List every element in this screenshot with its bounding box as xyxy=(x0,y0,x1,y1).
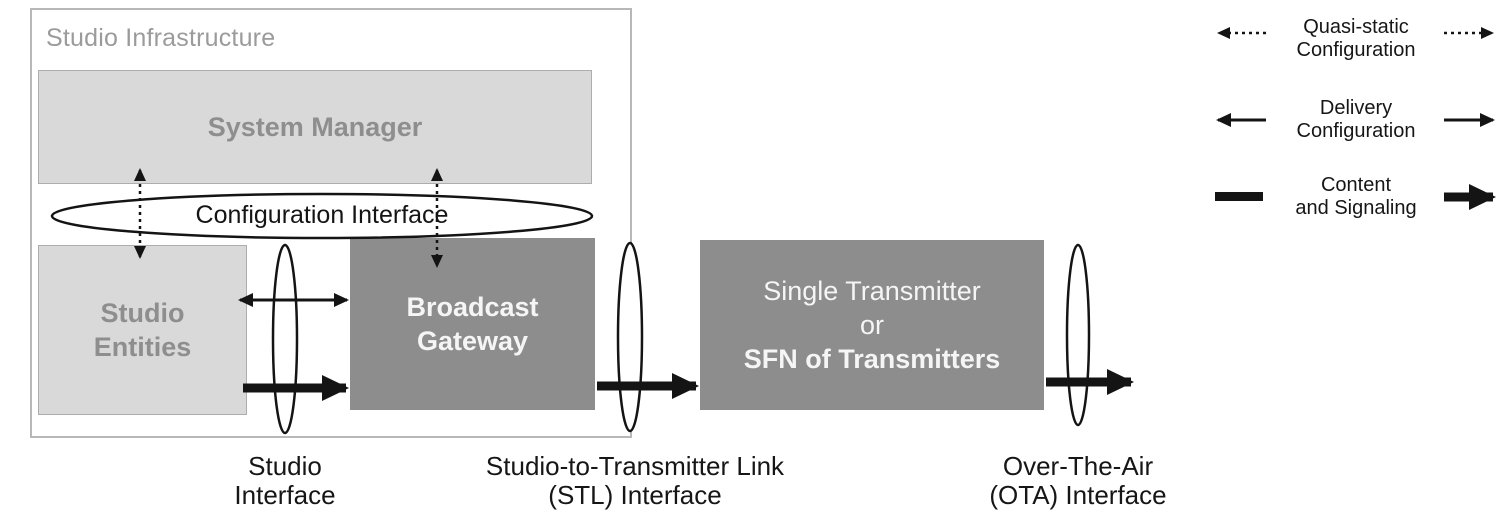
studio-entities-label-line2: Entities xyxy=(93,332,192,362)
legend-delivery-label-line2: Configuration xyxy=(1296,120,1416,142)
stl-interface-label: Studio-to-Transmitter Link (STL) Interfa… xyxy=(435,452,835,510)
legend-content-label: Content and Signaling xyxy=(1271,174,1441,220)
studio-interface-label: Studio Interface xyxy=(185,452,385,510)
system-manager-box: System Manager xyxy=(38,70,592,184)
ota-interface-label: Over-The-Air (OTA) Interface xyxy=(928,452,1228,510)
studio-interface-label-line2: Interface xyxy=(234,480,336,510)
broadcast-gateway-box: Broadcast Gateway xyxy=(350,238,595,410)
studio-infrastructure-label: Studio Infrastructure xyxy=(46,24,276,52)
legend-quasi-static-label-line1: Quasi-static xyxy=(1303,16,1409,38)
legend-quasi-static-label-line2: Configuration xyxy=(1296,39,1416,61)
studio-interface-label-line1: Studio xyxy=(248,451,322,481)
legend-delivery-label-line1: Delivery xyxy=(1319,97,1393,119)
ota-interface-ellipse xyxy=(1065,243,1091,427)
studio-infrastructure-box xyxy=(30,8,632,438)
transmitter-label-line1: Single Transmitter xyxy=(763,276,981,306)
stl-interface-label-line1: Studio-to-Transmitter Link xyxy=(485,451,785,481)
legend-quasi-static-label: Quasi-static Configuration xyxy=(1271,16,1441,62)
legend-content-label-line1: Content xyxy=(1320,174,1392,196)
ota-interface-label-line2: (OTA) Interface xyxy=(989,480,1167,510)
studio-entities-label-line1: Studio xyxy=(100,298,185,328)
broadcast-gateway-label-line2: Gateway xyxy=(416,326,529,356)
legend-content-bar-icon xyxy=(1215,192,1263,201)
configuration-interface-label: Configuration Interface xyxy=(195,201,449,229)
legend-delivery-label: Delivery Configuration xyxy=(1271,97,1441,143)
studio-entities-box: Studio Entities xyxy=(38,245,247,415)
ota-interface-label-line1: Over-The-Air xyxy=(1002,451,1154,481)
legend-content-label-line2: and Signaling xyxy=(1295,197,1417,219)
stl-interface-label-line2: (STL) Interface xyxy=(548,480,722,510)
transmitter-label-line3: SFN of Transmitters xyxy=(743,344,1001,374)
system-manager-label: System Manager xyxy=(207,111,423,142)
transmitter-label-line2: or xyxy=(859,310,884,340)
broadcast-gateway-label-line1: Broadcast xyxy=(406,292,539,322)
transmitter-box: Single Transmitter or SFN of Transmitter… xyxy=(700,240,1044,410)
